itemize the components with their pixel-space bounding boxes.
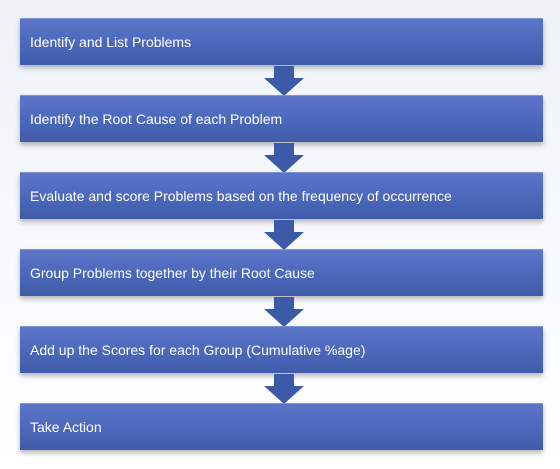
step-box-take-action: Take Action	[20, 403, 543, 450]
step-box-group-problems: Group Problems together by their Root Ca…	[20, 249, 543, 296]
down-arrow-icon	[264, 297, 304, 327]
step-box-evaluate-score: Evaluate and score Problems based on the…	[20, 172, 543, 219]
step-label: Group Problems together by their Root Ca…	[30, 265, 315, 281]
step-label: Evaluate and score Problems based on the…	[30, 188, 452, 204]
down-arrow-icon	[264, 220, 304, 250]
step-box-identify-list-problems: Identify and List Problems	[20, 18, 543, 65]
step-label: Add up the Scores for each Group (Cumula…	[30, 342, 366, 358]
step-label: Identify the Root Cause of each Problem	[30, 111, 283, 127]
down-arrow-icon	[264, 66, 304, 96]
step-box-add-scores: Add up the Scores for each Group (Cumula…	[20, 326, 543, 373]
step-label: Identify and List Problems	[30, 34, 192, 50]
step-box-identify-root-cause: Identify the Root Cause of each Problem	[20, 95, 543, 142]
step-label: Take Action	[30, 419, 102, 435]
down-arrow-icon	[264, 143, 304, 173]
down-arrow-icon	[264, 374, 304, 404]
